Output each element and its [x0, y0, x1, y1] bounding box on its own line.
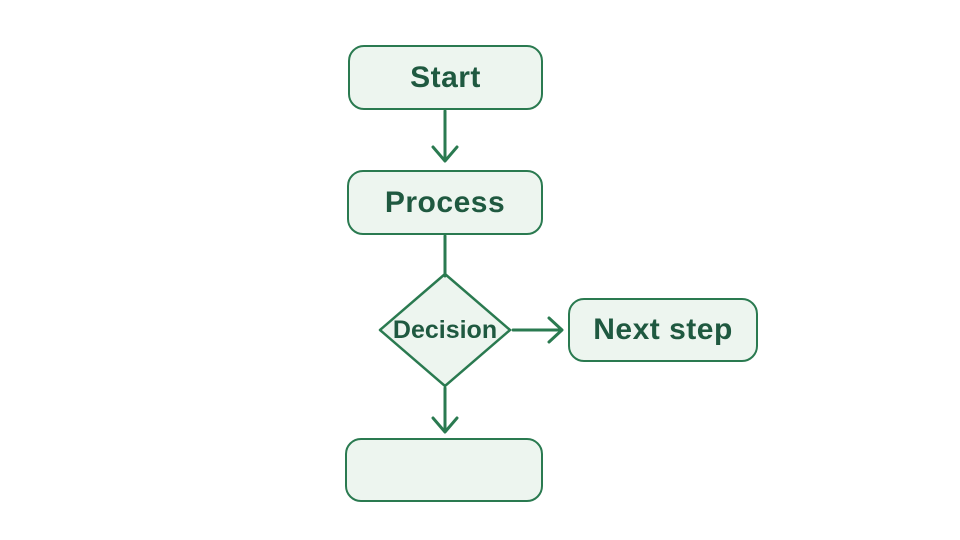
node-decision-label: Decision [392, 315, 498, 344]
arrow-start-to-process [431, 109, 459, 163]
node-process-label: Process [384, 185, 506, 219]
decision-diamond-shape [378, 272, 512, 388]
node-next-step: Next step [568, 298, 758, 362]
node-process: Process [347, 170, 543, 235]
arrow-decision-to-next-step [511, 316, 564, 344]
arrow-decision-to-end [431, 386, 459, 434]
node-next-step-label: Next step [593, 313, 733, 346]
node-start-label: Start [410, 60, 481, 94]
node-end-empty [345, 438, 543, 502]
node-start: Start [348, 45, 543, 110]
